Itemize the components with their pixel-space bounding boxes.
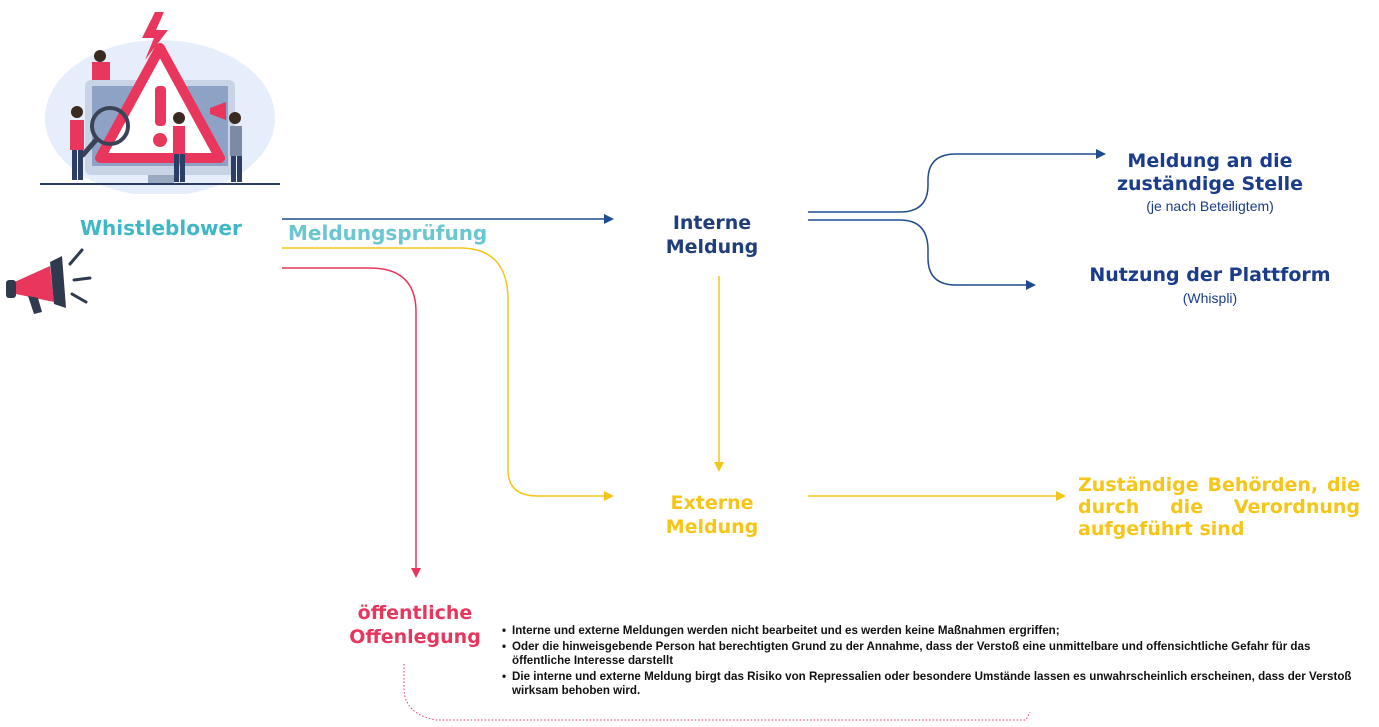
offenlegung-line-1: öffentliche (357, 602, 473, 624)
arrow-to-externe-meldung (282, 247, 614, 501)
externe-meldung-line-1: Externe (670, 492, 754, 514)
externe-meldung-line-2: Meldung (665, 516, 759, 538)
interne-meldung-line-1: Interne (672, 212, 752, 234)
arrow-to-meldung-an (808, 149, 1106, 213)
condition-item: Die interne und externe Meldung birgt da… (502, 670, 1370, 698)
condition-item: Oder die hinweisgebende Person hat berec… (502, 640, 1370, 668)
meldung-an-node: Meldung an die zuständige Stelle (je nac… (1090, 150, 1330, 214)
meldung-an-line-2: zuständige Stelle (1116, 173, 1304, 195)
interne-meldung-node: Interne Meldung (652, 211, 772, 259)
plattform-subtitle: (Whispli) (1182, 290, 1238, 306)
offenlegung-line-2: Offenlegung (349, 626, 481, 648)
meldung-an-line-1: Meldung an die (1127, 150, 1293, 172)
behoerden-node: Zuständige Behörden, die durch die Veror… (1078, 474, 1360, 540)
arrow-to-plattform (808, 219, 1036, 290)
condition-item: Interne und externe Meldungen werden nic… (502, 624, 1370, 638)
warning-illustration (40, 12, 280, 194)
offenlegung-node: öffentliche Offenlegung (340, 601, 490, 649)
arrow-to-offenlegung (282, 267, 421, 578)
meldung-an-subtitle: (je nach Beteiligtem) (1146, 198, 1274, 214)
megaphone-icon (6, 248, 92, 314)
externe-meldung-node: Externe Meldung (652, 491, 772, 539)
dotted-connector (403, 664, 1031, 721)
plattform-node: Nutzung der Plattform (Whispli) (1080, 264, 1340, 306)
conditions-list: Interne und externe Meldungen werden nic… (500, 624, 1370, 700)
meldungspruefung-label: Meldungsprüfung (288, 221, 488, 245)
whistleblower-label: Whistleblower (80, 216, 242, 240)
plattform-title: Nutzung der Plattform (1089, 264, 1331, 286)
interne-meldung-line-2: Meldung (665, 236, 759, 258)
